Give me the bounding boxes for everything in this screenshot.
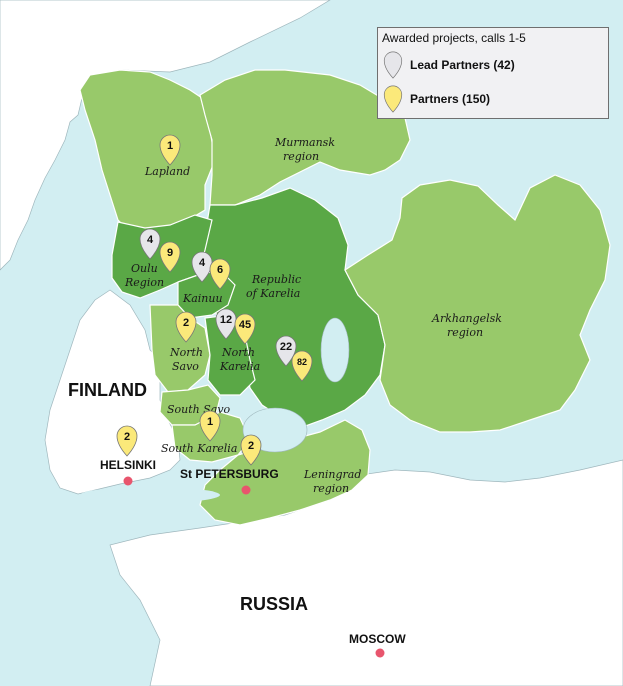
label-arkhangelsk-1: Arkhangelsk xyxy=(431,312,502,325)
svg-text:1: 1 xyxy=(167,140,173,152)
region-leningrad xyxy=(199,419,371,526)
svg-text:1: 1 xyxy=(207,416,213,428)
label-leningrad-1: Leningrad xyxy=(303,468,361,481)
lead-pin-icon xyxy=(383,51,403,79)
label-north-savo-2: Savo xyxy=(172,360,199,373)
region-murmansk xyxy=(199,69,411,206)
pin-oulu-lead[interactable]: 4 xyxy=(139,228,161,260)
label-karelia-rep-2: of Karelia xyxy=(246,287,300,300)
pin-helsinki-partners[interactable]: 2 xyxy=(116,425,138,457)
lake-onega xyxy=(320,317,350,383)
svg-text:4: 4 xyxy=(199,257,206,269)
legend-partners: Partners (150) xyxy=(382,84,490,114)
label-lapland: Lapland xyxy=(144,165,190,178)
label-kainuu: Kainuu xyxy=(182,292,223,305)
pin-north-karelia-lead[interactable]: 12 xyxy=(215,308,237,340)
label-leningrad-2: region xyxy=(313,482,349,495)
pin-north-savo-partners[interactable]: 2 xyxy=(175,311,197,343)
white-sea-inlet xyxy=(336,190,368,210)
pin-north-karelia-partners[interactable]: 45 xyxy=(234,313,256,345)
svg-text:12: 12 xyxy=(220,314,232,326)
label-karelia-rep-1: Republic xyxy=(251,273,301,286)
pin-kainuu-partners[interactable]: 6 xyxy=(209,258,231,290)
city-dot-st-petersburg xyxy=(241,485,251,495)
legend-box: Awarded projects, calls 1-5 Lead Partner… xyxy=(377,27,609,119)
label-russia: RUSSIA xyxy=(240,594,308,614)
label-south-karelia: South Karelia xyxy=(161,442,237,455)
svg-text:6: 6 xyxy=(217,264,223,276)
partner-pin-icon xyxy=(383,85,403,113)
pin-karelia-rep-lead[interactable]: 22 xyxy=(275,335,297,367)
svg-text:22: 22 xyxy=(280,341,292,353)
gulf-of-finland xyxy=(80,487,220,503)
city-dot-moscow xyxy=(375,648,385,658)
svg-text:82: 82 xyxy=(297,357,307,367)
svg-text:2: 2 xyxy=(248,440,254,452)
label-arkhangelsk-2: region xyxy=(447,326,483,339)
pin-lapland-partners[interactable]: 1 xyxy=(159,134,181,166)
label-murmansk-2: region xyxy=(283,150,319,163)
legend-lead-label: Lead Partners (42) xyxy=(410,58,515,72)
pin-st-petersburg-partners[interactable]: 2 xyxy=(240,434,262,466)
label-north-savo-1: North xyxy=(169,346,203,359)
pin-karelia-rep-partners[interactable]: 82 xyxy=(291,350,313,382)
pin-south-savo-partners[interactable]: 1 xyxy=(199,410,221,442)
legend-partner-label: Partners (150) xyxy=(410,92,491,106)
label-oulu-1: Oulu xyxy=(131,262,158,275)
label-st-petersburg: St PETERSBURG xyxy=(180,467,279,481)
region-arkhangelsk xyxy=(344,174,611,433)
label-oulu-2: Region xyxy=(124,276,164,289)
legend-title: Awarded projects, calls 1-5 xyxy=(382,31,526,45)
label-helsinki: HELSINKI xyxy=(100,458,156,472)
pin-oulu-partners[interactable]: 9 xyxy=(159,241,181,273)
label-finland: FINLAND xyxy=(68,380,147,400)
label-moscow: MOSCOW xyxy=(349,632,406,646)
scandinavia-land xyxy=(0,0,331,271)
svg-text:2: 2 xyxy=(183,317,189,329)
label-south-savo: South Savo xyxy=(167,403,231,416)
svg-text:4: 4 xyxy=(147,234,154,246)
label-north-karelia-2: Karelia xyxy=(219,360,260,373)
svg-text:2: 2 xyxy=(124,431,130,443)
label-murmansk-1: Murmansk xyxy=(274,136,335,149)
label-north-karelia-1: North xyxy=(221,346,255,359)
svg-text:45: 45 xyxy=(239,319,251,331)
svg-text:9: 9 xyxy=(167,247,173,259)
city-dot-helsinki xyxy=(123,476,133,486)
legend-lead-partners: Lead Partners (42) xyxy=(382,50,515,80)
